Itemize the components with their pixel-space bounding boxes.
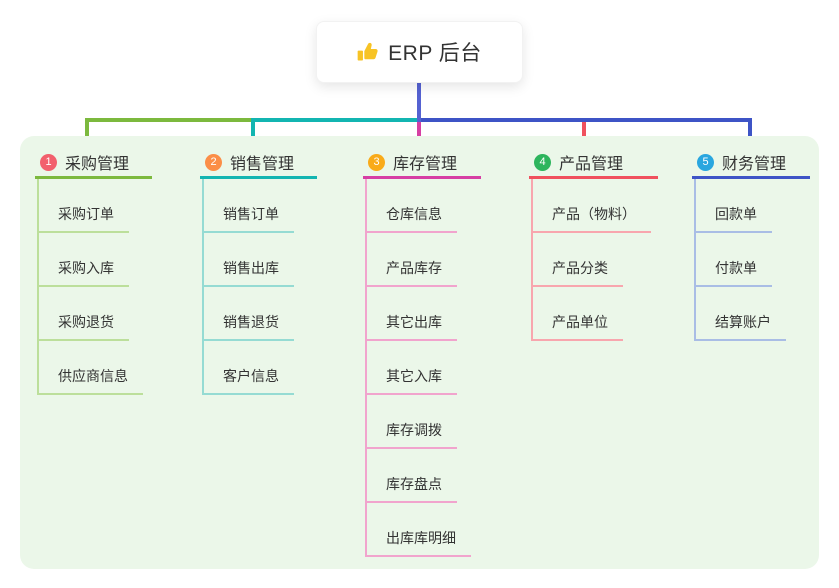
child-row: 其它出库 — [367, 287, 481, 341]
branch-number-badge: 2 — [205, 153, 222, 171]
child-topic[interactable]: 客户信息 — [204, 366, 294, 395]
branch-4: 4 产品管理产品（物料） 产品分类产品单位 — [529, 148, 658, 341]
child-row: 采购退货 — [39, 287, 152, 341]
branch-children: 销售订单销售出库销售退货客户信息 — [202, 179, 317, 395]
branch-3: 3 库存管理仓库信息产品库存其它出库其它入库库存调拨库存盘点出库库明细 — [363, 148, 481, 557]
child-row: 产品单位 — [533, 287, 658, 341]
branch-label: 库存管理 — [393, 156, 458, 173]
branch-topic[interactable]: 4 产品管理 — [529, 148, 658, 179]
branch-2: 2 销售管理销售订单销售出库销售退货客户信息 — [200, 148, 317, 395]
branch-topic[interactable]: 3 库存管理 — [363, 148, 481, 179]
child-row: 采购入库 — [39, 233, 152, 287]
child-topic[interactable]: 采购退货 — [39, 312, 129, 341]
child-row: 采购订单 — [39, 179, 152, 233]
child-topic[interactable]: 产品库存 — [367, 258, 457, 287]
child-topic[interactable]: 其它入库 — [367, 366, 457, 395]
branch-number-badge: 1 — [40, 153, 57, 171]
child-row: 销售退货 — [204, 287, 317, 341]
branch-label: 销售管理 — [230, 156, 295, 173]
child-row: 付款单 — [696, 233, 810, 287]
child-topic[interactable]: 采购订单 — [39, 204, 129, 233]
child-row: 出库库明细 — [367, 503, 481, 557]
child-topic[interactable]: 供应商信息 — [39, 366, 143, 395]
branch-label: 产品管理 — [559, 156, 624, 173]
child-topic[interactable]: 付款单 — [696, 258, 772, 287]
child-topic[interactable]: 出库库明细 — [367, 528, 471, 557]
branch-5: 5 财务管理回款单付款单结算账户 — [692, 148, 810, 341]
child-row: 回款单 — [696, 179, 810, 233]
branch-number-badge: 5 — [697, 153, 714, 171]
child-topic[interactable]: 回款单 — [696, 204, 772, 233]
branch-children: 产品（物料） 产品分类产品单位 — [531, 179, 658, 341]
root-node[interactable]: ERP 后台 — [316, 21, 523, 83]
child-row: 库存盘点 — [367, 449, 481, 503]
child-row: 结算账户 — [696, 287, 810, 341]
branch-number-badge: 3 — [368, 153, 385, 171]
child-topic[interactable]: 库存盘点 — [367, 474, 457, 503]
child-row: 客户信息 — [204, 341, 317, 395]
child-topic[interactable]: 产品（物料） — [533, 204, 651, 233]
branch-children: 仓库信息产品库存其它出库其它入库库存调拨库存盘点出库库明细 — [365, 179, 481, 557]
child-row: 产品（物料） — [533, 179, 658, 233]
child-topic[interactable]: 采购入库 — [39, 258, 129, 287]
child-topic[interactable]: 销售出库 — [204, 258, 294, 287]
child-topic[interactable]: 结算账户 — [696, 312, 786, 341]
child-topic[interactable]: 仓库信息 — [367, 204, 457, 233]
branch-1: 1 采购管理采购订单采购入库采购退货供应商信息 — [35, 148, 152, 395]
branches-panel — [20, 136, 819, 569]
child-topic[interactable]: 库存调拨 — [367, 420, 457, 449]
child-row: 其它入库 — [367, 341, 481, 395]
branch-label: 财务管理 — [722, 156, 787, 173]
child-row: 产品分类 — [533, 233, 658, 287]
child-topic[interactable]: 产品分类 — [533, 258, 623, 287]
branch-topic[interactable]: 5 财务管理 — [692, 148, 810, 179]
child-topic[interactable]: 销售退货 — [204, 312, 294, 341]
child-topic[interactable]: 销售订单 — [204, 204, 294, 233]
child-row: 供应商信息 — [39, 341, 152, 395]
branch-children: 采购订单采购入库采购退货供应商信息 — [37, 179, 152, 395]
child-topic[interactable]: 产品单位 — [533, 312, 623, 341]
thumbs-up-icon — [357, 41, 379, 63]
child-row: 仓库信息 — [367, 179, 481, 233]
child-row: 销售订单 — [204, 179, 317, 233]
branch-topic[interactable]: 1 采购管理 — [35, 148, 152, 179]
child-topic[interactable]: 其它出库 — [367, 312, 457, 341]
child-row: 产品库存 — [367, 233, 481, 287]
child-row: 库存调拨 — [367, 395, 481, 449]
branch-children: 回款单付款单结算账户 — [694, 179, 810, 341]
child-row: 销售出库 — [204, 233, 317, 287]
branch-label: 采购管理 — [65, 156, 130, 173]
branch-topic[interactable]: 2 销售管理 — [200, 148, 317, 179]
root-label: ERP 后台 — [388, 42, 482, 65]
branch-number-badge: 4 — [534, 153, 551, 171]
